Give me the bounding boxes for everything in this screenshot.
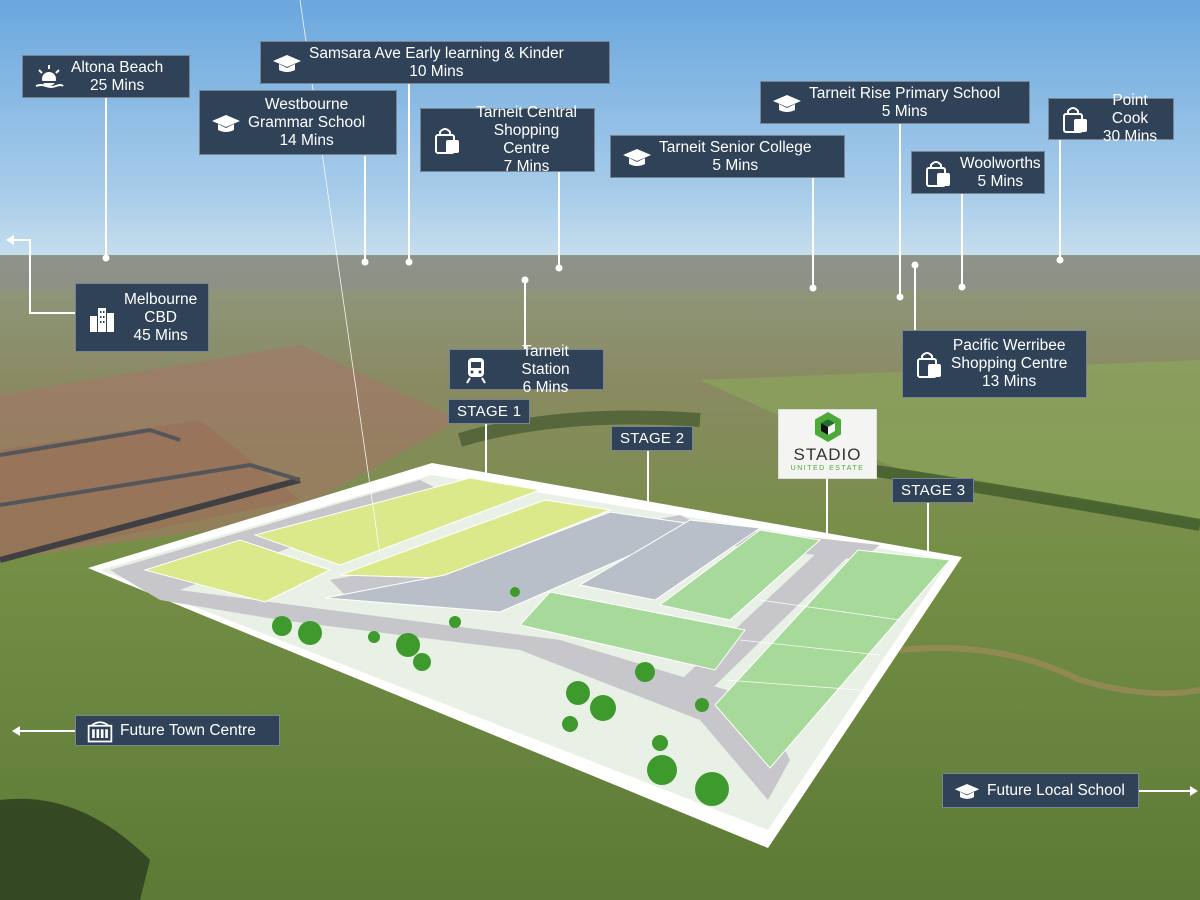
- tarneit-central-name: Tarneit Central: [476, 104, 577, 121]
- tarneit-rise-name: Tarneit Rise Primary School: [809, 84, 1001, 102]
- stadio-hexagon-logo-mark: [814, 412, 841, 442]
- brand-tagline: UNITED ESTATE: [790, 465, 865, 472]
- melbourne-name: Melbourne: [124, 290, 198, 308]
- pacific-werribee-time: 13 Mins: [982, 373, 1037, 390]
- shopping-bag-icon: [926, 160, 950, 187]
- label-future-town-centre: Future Town Centre: [75, 715, 280, 746]
- shopping-bag-icon: [435, 128, 459, 154]
- shopping-bag-icon: [1063, 107, 1087, 133]
- city-buildings-icon: [90, 307, 114, 332]
- samsara-time: 10 Mins: [409, 62, 464, 80]
- stage1-lots-center: [339, 499, 612, 579]
- tarneit-senior-time: 5 Mins: [712, 156, 759, 174]
- woolworths-name: Woolworths: [960, 154, 1041, 172]
- stage3-lots-north: [658, 529, 822, 621]
- future-school-name: Future Local School: [987, 781, 1125, 799]
- graduation-cap-icon: [773, 94, 801, 112]
- stage-2-label: STAGE 2: [611, 426, 694, 451]
- graduation-cap-icon: [273, 54, 301, 72]
- westbourne-time: 14 Mins: [279, 131, 334, 149]
- melbourne-time: 45 Mins: [133, 326, 188, 344]
- tarneit-station-name: Tarneit Station: [521, 342, 570, 378]
- westbourne-name-2: Grammar School: [248, 113, 366, 131]
- graduation-cap-icon: [212, 114, 240, 132]
- pacific-werribee-name-2: Shopping Centre: [951, 355, 1068, 372]
- office-building-icon: [87, 720, 113, 742]
- stage-3-label: STAGE 3: [892, 478, 975, 503]
- samsara-name: Samsara Ave Early learning & Kinder: [309, 44, 564, 62]
- stage3-lots-east: [714, 549, 952, 769]
- stage1-lots-north: [253, 477, 542, 566]
- future-town-name: Future Town Centre: [120, 721, 256, 739]
- tarneit-station-time: 6 Mins: [522, 378, 569, 396]
- tarneit-central-name-2: Shopping Centre: [493, 122, 560, 157]
- melbourne-name-2: CBD: [144, 308, 177, 326]
- sunset-icon: [35, 64, 64, 88]
- graduation-cap-icon: [623, 148, 651, 166]
- tarneit-central-time: 7 Mins: [503, 158, 550, 175]
- tarneit-rise-time: 5 Mins: [881, 102, 928, 120]
- tarneit-senior-name: Tarneit Senior College: [659, 138, 812, 156]
- label-future-local-school: Future Local School: [942, 773, 1139, 808]
- point-cook-name: Point Cook: [1111, 92, 1149, 127]
- train-icon: [466, 357, 486, 384]
- stage2-lots: [324, 511, 702, 613]
- altona-name: Altona Beach: [71, 58, 164, 76]
- woolworths-time: 5 Mins: [977, 172, 1024, 190]
- graduation-cap-icon: [954, 783, 980, 799]
- brand-name: STADIO: [793, 445, 862, 464]
- stadio-logo: STADIO UNITED ESTATE: [778, 409, 877, 479]
- shopping-bag-icon: [917, 352, 941, 378]
- stage-1-label: STAGE 1: [448, 399, 531, 424]
- pacific-werribee-name: Pacific Werribee: [952, 337, 1066, 354]
- stage1-lots-west: [143, 539, 332, 603]
- altona-time: 25 Mins: [89, 76, 145, 94]
- westbourne-name: Westbourne: [264, 95, 349, 113]
- point-cook-time: 30 Mins: [1102, 128, 1158, 145]
- stage3-lots-mid: [519, 591, 746, 671]
